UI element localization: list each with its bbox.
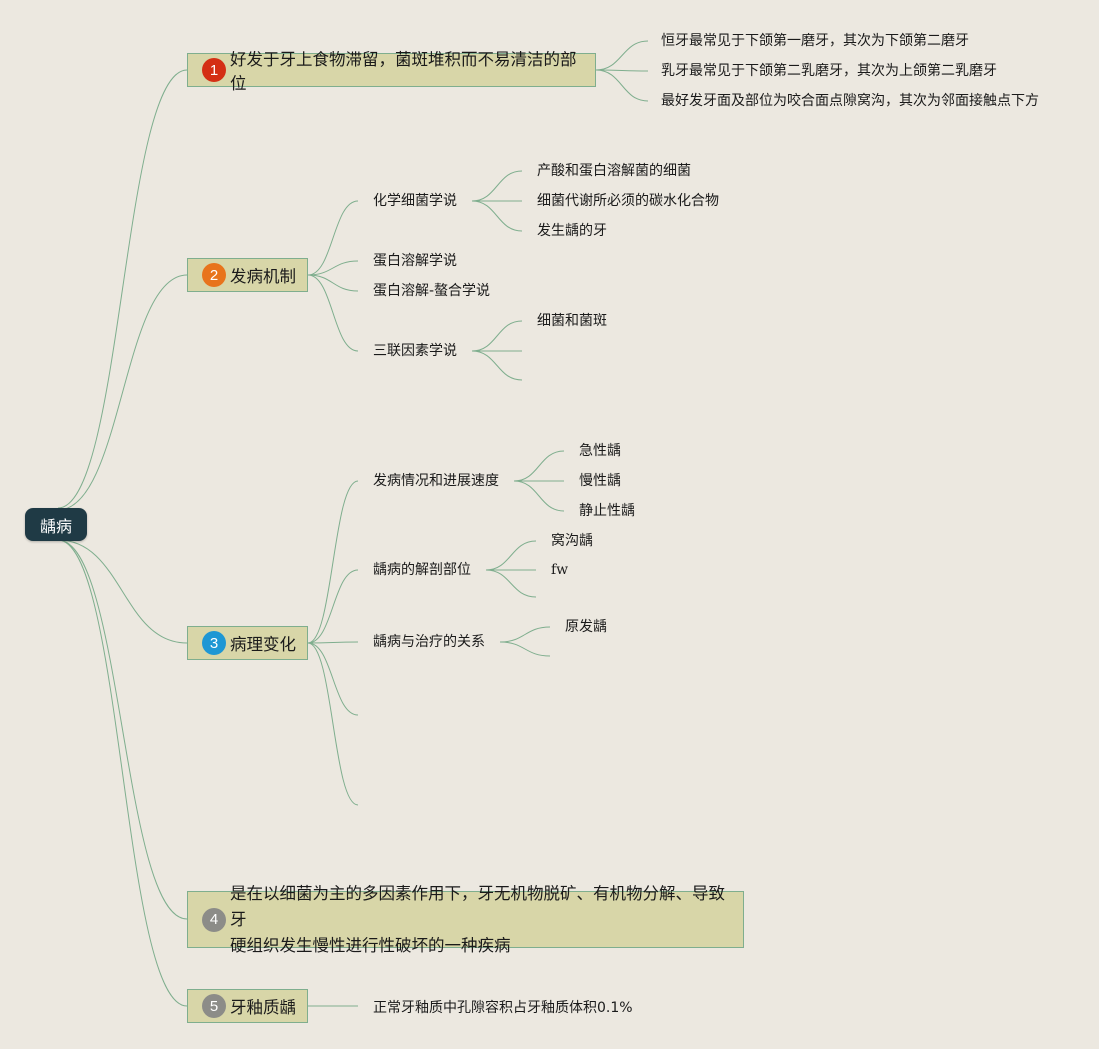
root-label: 龋病 [39, 516, 72, 536]
topic-3-to-sub-3 [307, 641, 359, 644]
topic-2-sub-4-leaf-1[interactable]: 细菌和菌斑 [537, 313, 607, 329]
topic-3[interactable]: 3 病理变化 [187, 626, 308, 660]
topic-3-sub-2-to-leaf-1 [485, 540, 537, 571]
topic-3-sub-1-leaf-3[interactable]: 静止性龋 [579, 503, 635, 519]
root-to-topic-2 [57, 274, 188, 511]
topic-2-sub-4-to-leaf-3 [471, 350, 523, 381]
topic-2-to-sub-2 [307, 260, 359, 276]
topic-3-sub-3-to-leaf-1 [499, 626, 551, 643]
topic-3-sub-3[interactable]: 龋病与治疗的关系 [373, 634, 485, 650]
topic-3-to-sub-5 [307, 642, 359, 806]
topic-5-label: 牙釉质龋 [230, 998, 296, 1017]
topic-2-to-sub-4 [307, 274, 359, 352]
topic-1[interactable]: 1 好发于牙上食物滞留，菌斑堆积而不易清洁的部位 [187, 50, 596, 93]
topic-5[interactable]: 5 牙釉质龋 [187, 989, 308, 1023]
topic-3-sub-1-to-leaf-3 [513, 480, 565, 512]
topic-2-to-sub-3 [307, 274, 359, 292]
topic-2-sub-1-to-leaf-3 [471, 200, 523, 232]
topic-2-label: 发病机制 [230, 267, 296, 286]
root-to-topic-3 [57, 539, 188, 644]
topic-2-number-badge: 2 [202, 263, 226, 287]
topic-3-sub-1-leaf-2[interactable]: 慢性龋 [579, 473, 621, 489]
topic-2-sub-4[interactable]: 三联因素学说 [373, 343, 457, 359]
topic-1-leaf-3[interactable]: 最好发牙面及部位为咬合面点隙窝沟，其次为邻面接触点下方 [661, 93, 1039, 109]
topic-2-sub-2[interactable]: 蛋白溶解学说 [373, 253, 457, 269]
topic-4-number-badge: 4 [202, 907, 226, 932]
topic-2-sub-1[interactable]: 化学细菌学说 [373, 193, 457, 209]
topic-4-label: 是在以细菌为主的多因素作用下，牙无机物脱矿、有机物分解、导致牙 硬组织发生慢性进… [230, 881, 733, 959]
root-to-topic-4 [57, 539, 188, 920]
topic-1-to-leaf-1 [595, 40, 649, 71]
topic-3-sub-3-leaf-1[interactable]: 原发龋 [565, 619, 607, 635]
topic-4-label-line-1: 是在以细菌为主的多因素作用下，牙无机物脱矿、有机物分解、导致牙 [230, 883, 725, 929]
topic-3-to-sub-4 [307, 642, 359, 716]
topic-2-sub-1-leaf-2[interactable]: 细菌代谢所必须的碳水化合物 [537, 193, 719, 209]
topic-2-sub-1-leaf-1[interactable]: 产酸和蛋白溶解菌的细菌 [537, 163, 691, 179]
topic-5-leaf-1[interactable]: 正常牙釉质中孔隙容积占牙釉质体积0.1% [373, 1000, 633, 1016]
topic-3-sub-2-to-leaf-3 [485, 569, 537, 598]
root-to-topic-5 [57, 539, 188, 1007]
topic-3-sub-1-to-leaf-1 [513, 450, 565, 482]
topic-5-number-badge: 5 [202, 994, 226, 1018]
topic-1-to-leaf-3 [595, 69, 649, 102]
topic-3-sub-2-leaf-2[interactable]: fw [551, 562, 569, 578]
topic-1-to-leaf-2 [595, 69, 649, 72]
topic-1-leaf-1[interactable]: 恒牙最常见于下颌第一磨牙，其次为下颌第二磨牙 [661, 33, 969, 49]
topic-2-sub-4-to-leaf-1 [471, 320, 523, 352]
root-node[interactable]: 龋病 [25, 508, 87, 541]
topic-4[interactable]: 4 是在以细菌为主的多因素作用下，牙无机物脱矿、有机物分解、导致牙 硬组织发生慢… [187, 884, 744, 955]
topic-3-label: 病理变化 [230, 635, 296, 654]
topic-3-sub-1[interactable]: 发病情况和进展速度 [373, 473, 499, 489]
topic-2[interactable]: 2 发病机制 [187, 258, 308, 292]
topic-1-number-badge: 1 [202, 58, 226, 82]
topic-3-sub-1-leaf-1[interactable]: 急性龋 [579, 443, 621, 459]
topic-2-sub-3[interactable]: 蛋白溶解-螯合学说 [373, 283, 491, 299]
topic-1-label: 好发于牙上食物滞留，菌斑堆积而不易清洁的部位 [230, 50, 577, 93]
topic-3-number-badge: 3 [202, 631, 226, 655]
topic-4-label-line-2: 硬组织发生慢性进行性破坏的一种疾病 [230, 935, 511, 955]
topic-3-sub-3-to-leaf-2 [499, 641, 551, 657]
topic-2-sub-1-to-leaf-1 [471, 170, 523, 202]
topic-2-to-sub-1 [307, 200, 359, 276]
topic-3-sub-2[interactable]: 龋病的解剖部位 [373, 562, 471, 578]
topic-3-to-sub-2 [307, 569, 359, 644]
topic-3-to-sub-1 [307, 480, 359, 644]
topic-1-leaf-2[interactable]: 乳牙最常见于下颌第二乳磨牙，其次为上颌第二乳磨牙 [661, 63, 997, 79]
root-to-topic-1 [57, 69, 188, 509]
topic-2-sub-1-leaf-3[interactable]: 发生龋的牙 [537, 223, 607, 239]
topic-3-sub-2-leaf-1[interactable]: 窝沟龋 [551, 533, 593, 549]
